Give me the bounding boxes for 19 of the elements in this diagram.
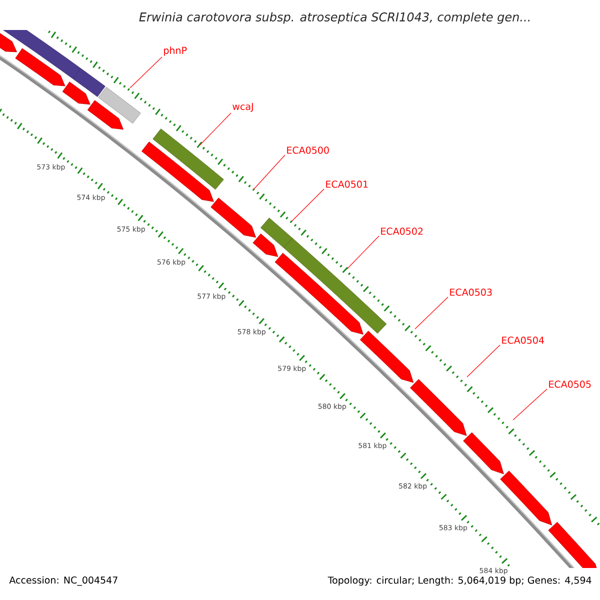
gene-label: ECA0501 [326, 180, 368, 188]
leader-line [466, 344, 500, 378]
gene-label: phnP [164, 46, 187, 56]
info-text: Accession: NC_004547 [9, 576, 118, 586]
leader-line [414, 296, 448, 330]
gene-label: ECA0503 [450, 288, 492, 296]
gene-label: ECA0505 [549, 380, 591, 388]
leader-line [346, 236, 380, 270]
gene-label: wcaJ [232, 102, 253, 112]
leader-line [130, 56, 162, 88]
gene-label: ECA0504 [502, 336, 544, 344]
gene-label: ECA0502 [381, 228, 423, 235]
leader-line [200, 112, 232, 146]
gene-label: ECA0500 [287, 146, 329, 154]
leader-line [292, 188, 324, 222]
leader-line [254, 154, 286, 190]
leader-line [512, 388, 548, 420]
info-text: Topology: circular; Length: 5,064,019 bp; Genes: 4,594 [328, 576, 592, 586]
title: Erwinia carotovora subsp. atroseptica SCRI1043, complete gen... [139, 12, 530, 24]
